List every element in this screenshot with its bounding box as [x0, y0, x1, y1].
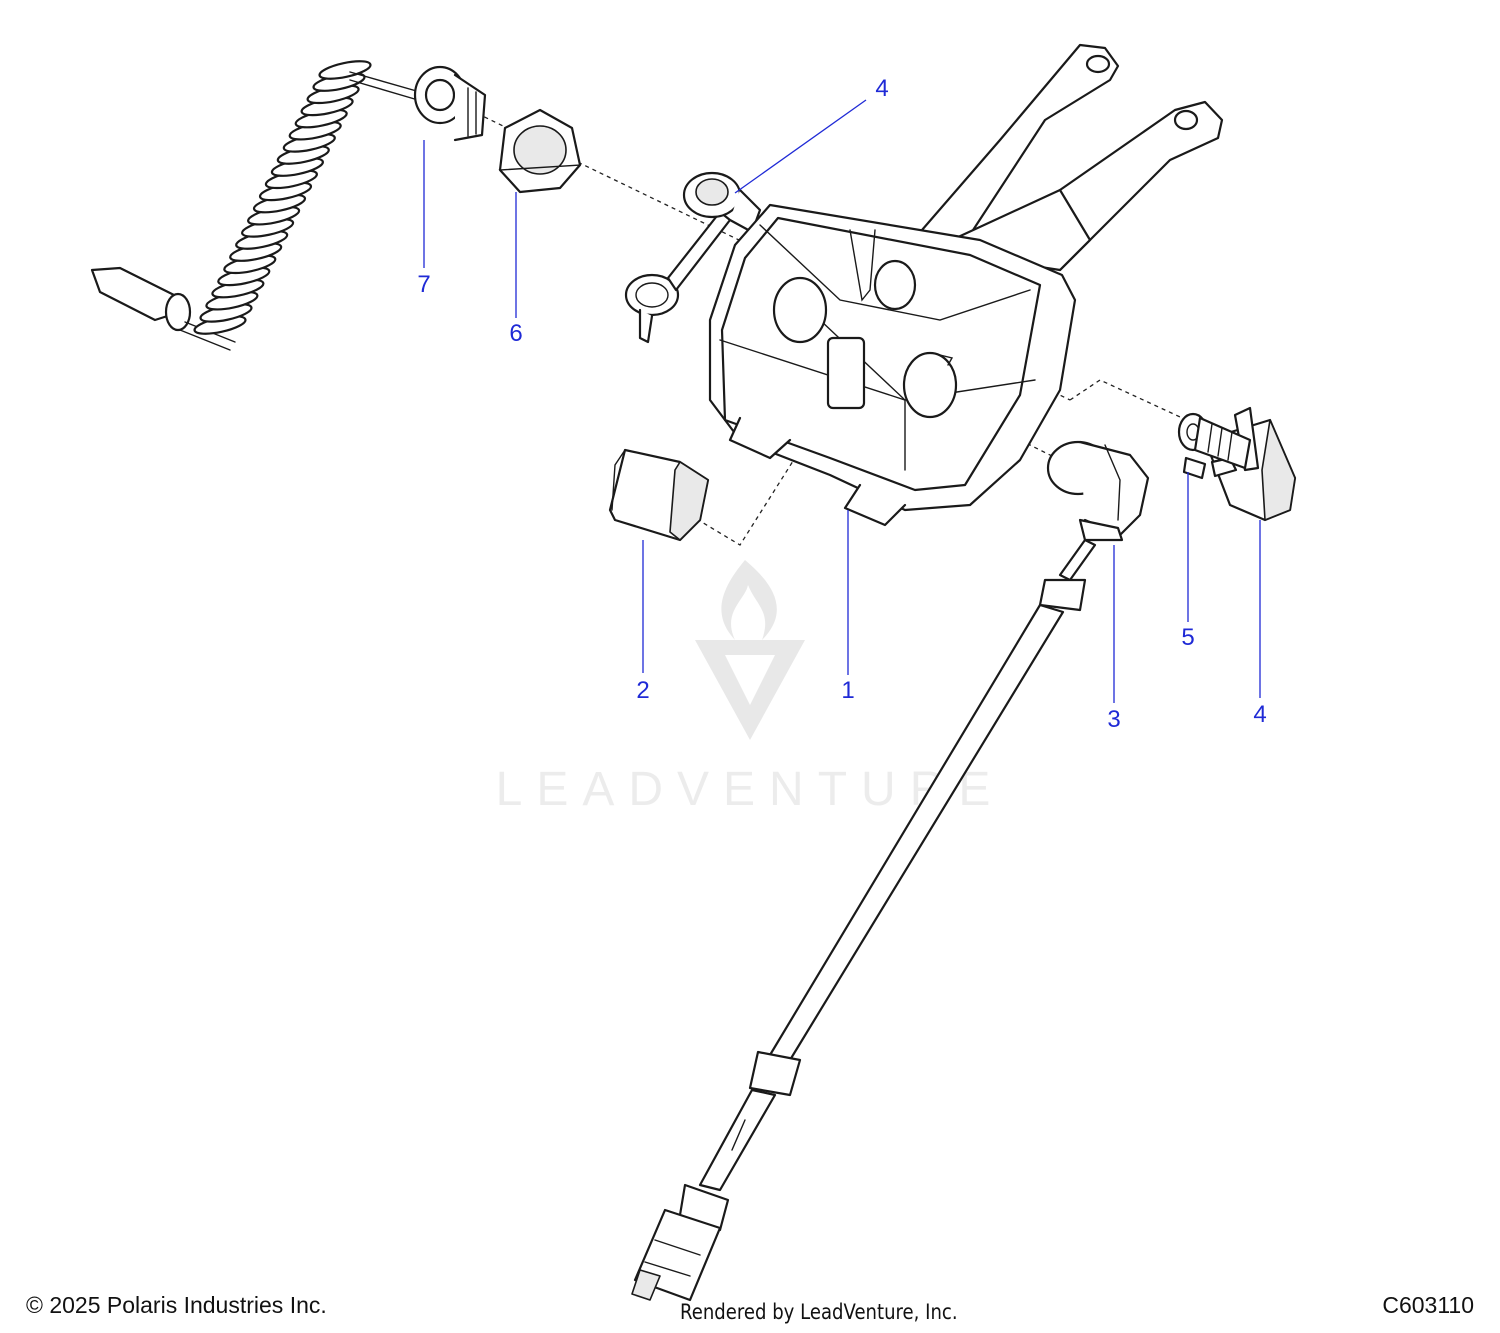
callout-4-right: 4 [1253, 701, 1266, 728]
watermark-v-icon [695, 640, 805, 740]
callout-3: 3 [1107, 706, 1120, 733]
leader-lines [423, 99, 1261, 703]
part-1-switch-panel [708, 43, 1224, 527]
callout-2: 2 [636, 677, 649, 704]
watermark-flame-icon [721, 560, 777, 640]
callout-4-top: 4 [875, 75, 888, 102]
part-4-rubber-cap [624, 171, 762, 344]
leadventure-watermark: LEADVENTURE [496, 560, 1005, 816]
part-2-plug-cap [608, 448, 710, 542]
part-5-fitting [1177, 412, 1252, 480]
part-6-hex-nut [498, 108, 582, 194]
part-7-tether-cord [90, 60, 487, 351]
coil-loop [318, 60, 372, 80]
part-3-switch-harness [631, 440, 1150, 1302]
callout-labels: 1 2 3 4 4 5 6 7 [417, 75, 1266, 733]
rendered-by-text: Rendered by LeadVenture, Inc. [680, 1300, 958, 1324]
callout-7: 7 [417, 271, 430, 298]
diagram-code: C603110 [1382, 1292, 1474, 1318]
callout-1: 1 [841, 677, 854, 704]
callout-5: 5 [1181, 624, 1194, 651]
callout-6: 6 [509, 320, 522, 347]
coil-spring [193, 60, 372, 335]
copyright-text: © 2025 Polaris Industries Inc. [26, 1292, 327, 1318]
part-4-connector-housing [1203, 406, 1297, 522]
watermark-text: LEADVENTURE [496, 763, 1005, 816]
